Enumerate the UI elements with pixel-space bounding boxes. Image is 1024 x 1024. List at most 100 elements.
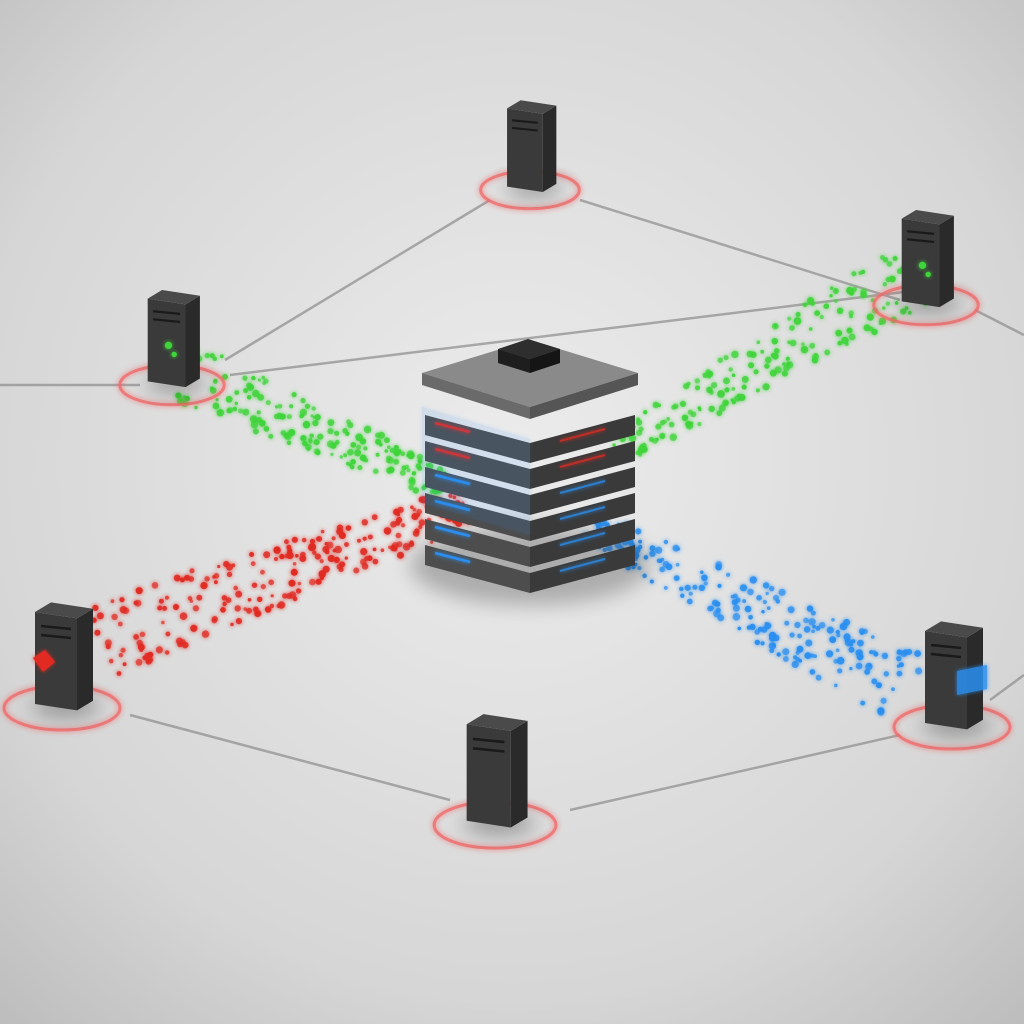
data-particle — [723, 377, 730, 385]
data-particle — [692, 584, 698, 590]
data-particle — [136, 639, 143, 647]
data-particle — [308, 543, 317, 551]
data-particle — [289, 404, 294, 409]
data-particle — [151, 582, 159, 589]
data-particle — [147, 651, 154, 658]
data-particle — [766, 606, 771, 610]
data-particle — [357, 465, 363, 471]
data-particle — [773, 324, 778, 328]
data-particle — [250, 561, 256, 567]
data-particle — [389, 448, 395, 453]
data-particle — [412, 487, 420, 494]
data-particle — [819, 315, 824, 320]
data-particle — [860, 631, 864, 635]
data-particle — [399, 470, 406, 476]
data-particle — [334, 545, 343, 554]
data-particle — [402, 543, 411, 551]
data-particle — [189, 568, 195, 574]
server-node-top — [479, 100, 581, 211]
data-particle — [849, 666, 853, 671]
data-particle — [408, 484, 414, 491]
data-particle — [717, 390, 725, 398]
data-particle — [835, 629, 840, 635]
data-particle — [834, 299, 838, 303]
data-particle — [823, 303, 830, 310]
data-particle — [760, 641, 765, 646]
data-particle — [701, 574, 708, 582]
status-light — [957, 665, 987, 695]
data-particle — [837, 340, 843, 346]
data-particle — [775, 599, 780, 604]
data-particle — [414, 528, 420, 534]
data-particle — [260, 584, 266, 590]
data-particle — [772, 634, 780, 642]
server-icon — [925, 621, 987, 730]
data-particle — [360, 548, 368, 556]
data-particle — [214, 580, 218, 585]
data-particle — [793, 317, 802, 325]
data-particle — [855, 649, 863, 657]
data-particle — [362, 536, 367, 541]
data-particle — [282, 593, 288, 599]
data-particle — [327, 428, 334, 435]
data-particle — [222, 374, 228, 380]
data-particle — [350, 459, 356, 465]
hub-cap — [498, 339, 560, 359]
data-particle — [612, 443, 616, 447]
data-particle — [209, 386, 214, 391]
data-particle — [190, 624, 198, 632]
data-particle — [811, 357, 819, 364]
data-particle — [304, 403, 311, 409]
data-particle — [659, 432, 666, 439]
data-particle — [843, 633, 851, 641]
data-particle — [310, 414, 314, 418]
data-particle — [418, 459, 423, 464]
data-particle — [848, 333, 856, 341]
data-particle — [418, 519, 426, 526]
data-particle — [309, 433, 315, 439]
data-particle — [832, 288, 839, 294]
data-particle — [380, 548, 385, 552]
data-particle — [327, 554, 335, 563]
data-particle — [783, 364, 790, 372]
data-particle — [217, 564, 221, 569]
data-particle — [824, 349, 831, 356]
server-nodes — [2, 100, 1012, 850]
data-particle — [861, 269, 866, 274]
hub-blue-glow — [422, 407, 530, 535]
data-particle — [801, 342, 805, 346]
data-particle — [737, 626, 742, 631]
data-particle — [261, 375, 266, 380]
data-particle — [363, 446, 368, 451]
data-particle — [315, 449, 321, 456]
data-particle — [384, 449, 389, 453]
data-particle — [211, 616, 218, 623]
data-particle — [852, 287, 857, 292]
link-left-bottom — [129, 713, 451, 802]
data-particle — [697, 406, 701, 410]
data-particle — [855, 662, 863, 670]
data-particle — [372, 547, 377, 552]
data-particle — [782, 362, 786, 366]
data-particle — [277, 404, 283, 409]
data-particle — [638, 539, 642, 544]
data-particle — [666, 417, 670, 421]
data-particle — [354, 449, 362, 457]
data-particle — [364, 556, 369, 561]
server-icon — [466, 714, 528, 828]
data-particle — [204, 576, 210, 582]
data-particle — [284, 553, 289, 559]
data-particle — [336, 524, 344, 531]
data-particle — [251, 582, 258, 588]
status-light — [171, 351, 177, 358]
data-particle — [416, 508, 423, 515]
data-particle — [641, 442, 647, 449]
data-particle — [371, 514, 378, 521]
data-particle — [313, 439, 320, 446]
data-particle — [306, 447, 311, 452]
data-particle — [165, 631, 171, 637]
data-particle — [268, 433, 274, 439]
data-particle — [679, 400, 687, 407]
data-particle — [234, 401, 238, 405]
data-particle — [333, 556, 340, 564]
